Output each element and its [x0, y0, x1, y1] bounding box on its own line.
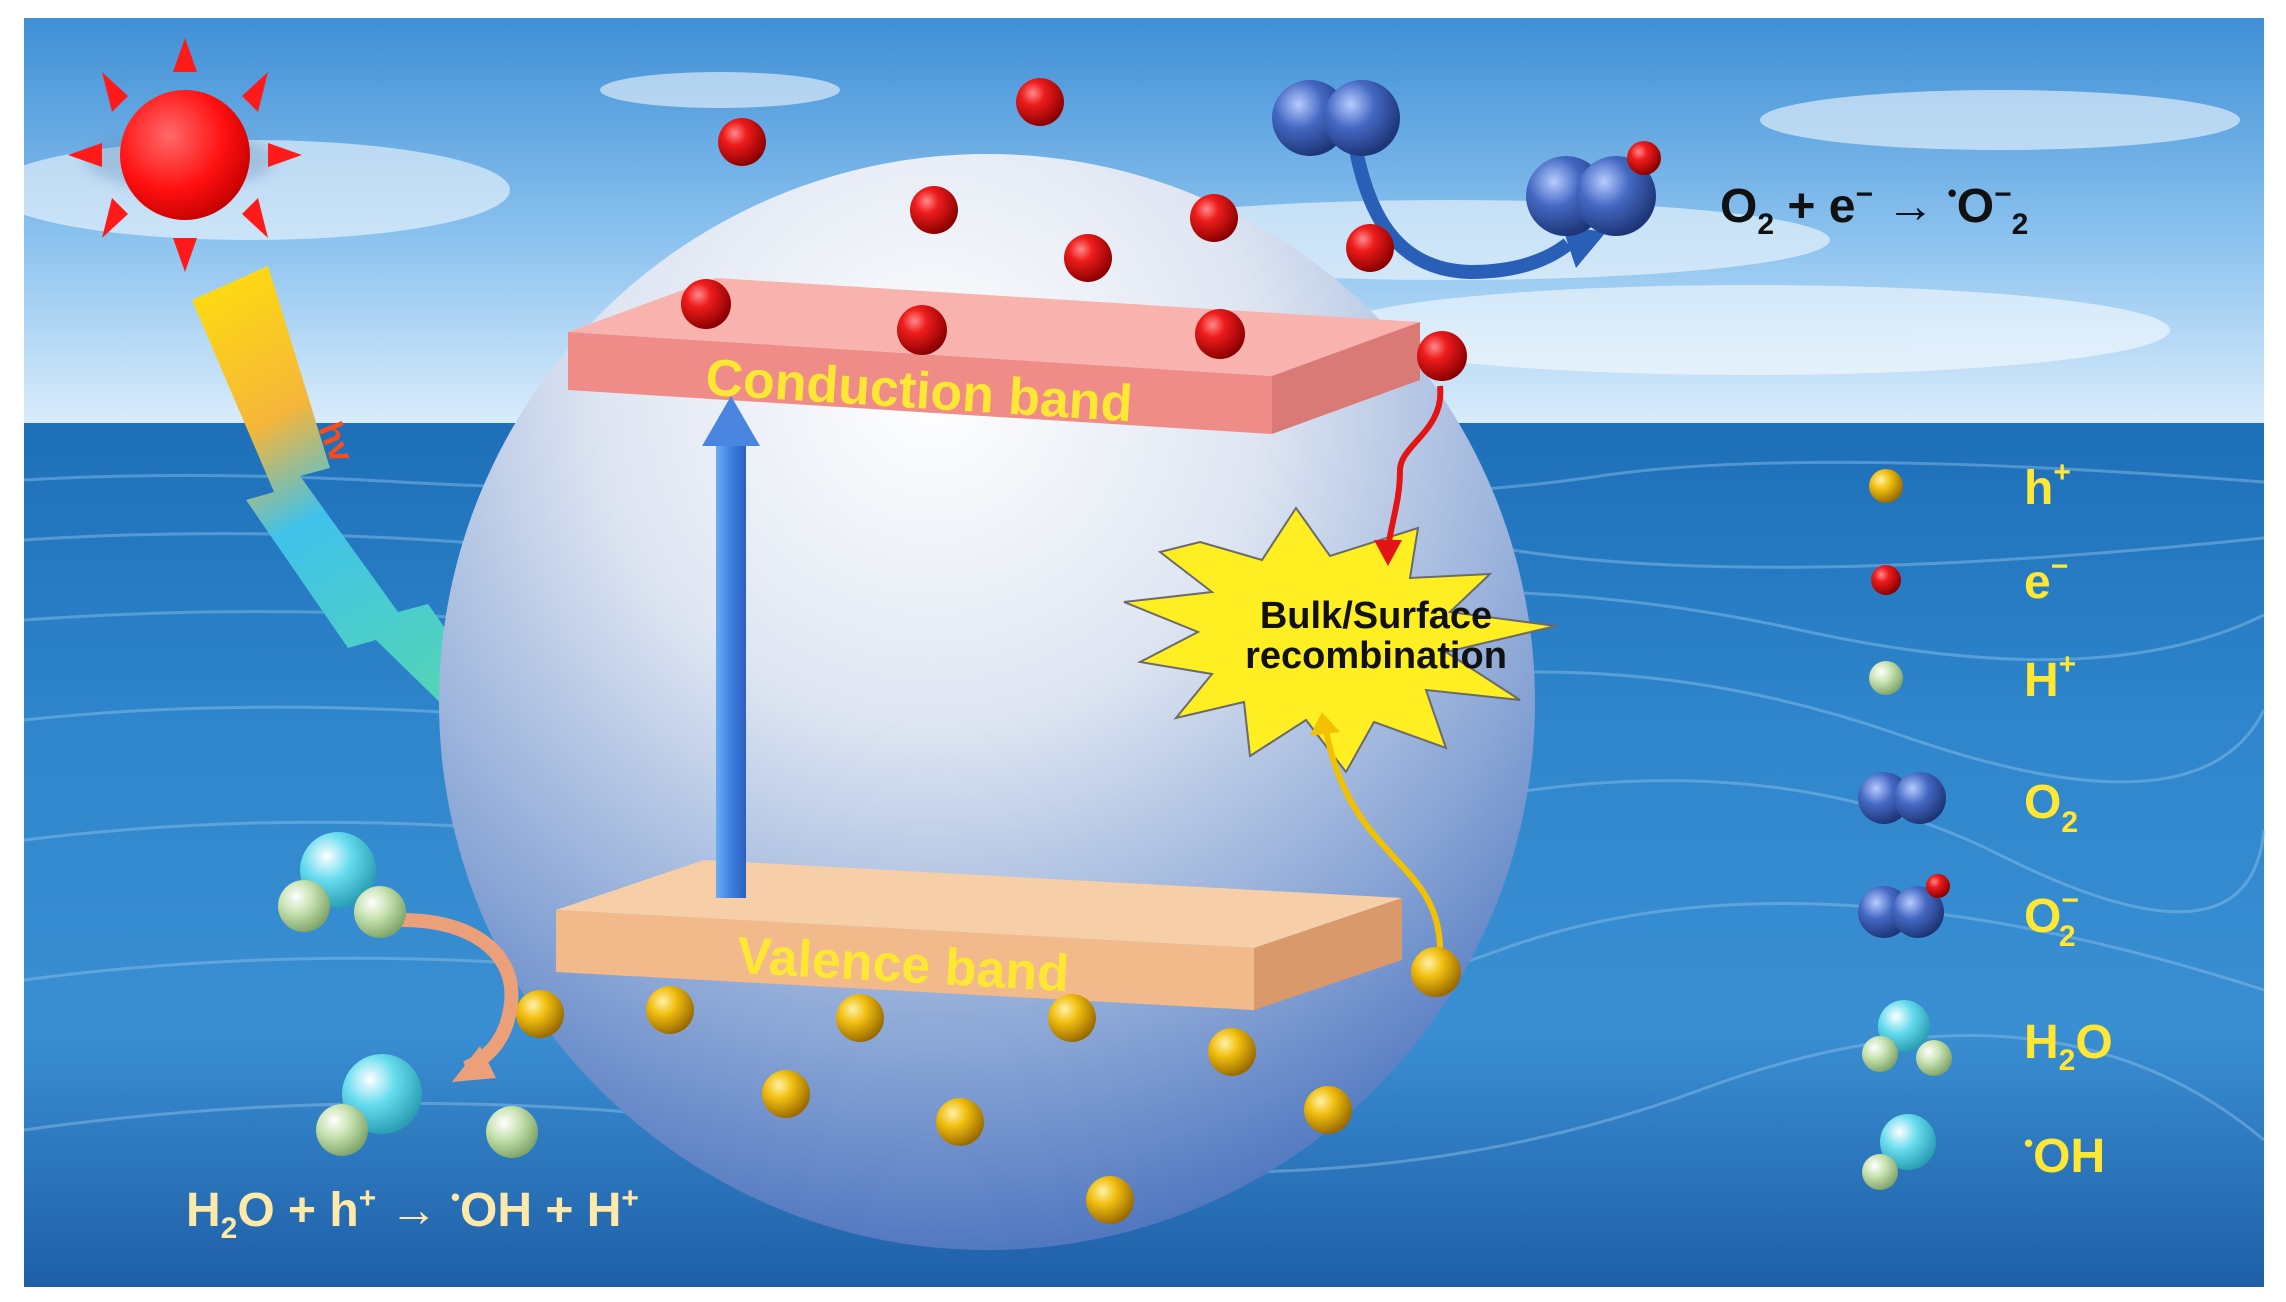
- legend-oxygen-swatch: [1858, 772, 1946, 824]
- oxygen-reduction-equation: O2 + e− → •O−2: [1720, 178, 2028, 241]
- electron: [718, 118, 766, 166]
- legend-hole-swatch: [1869, 469, 1903, 503]
- legend-hydroxyl-swatch: [1862, 1114, 1936, 1190]
- water-oxidation-equation: H2O + h+ → •OH + H+: [186, 1182, 639, 1245]
- legend-water-label: H2O: [2024, 1016, 2113, 1077]
- legend-water-swatch: [1862, 1000, 1952, 1076]
- legend-hydroxyl-label: •OH: [2024, 1128, 2105, 1183]
- electron: [1346, 224, 1394, 272]
- electron: [1417, 331, 1467, 381]
- excitation-arrow: [702, 396, 760, 898]
- holes: [516, 947, 1461, 1224]
- hole: [646, 986, 694, 1034]
- hole: [936, 1098, 984, 1146]
- legend-electron-swatch: [1871, 565, 1901, 595]
- superoxide-molecule: [1526, 141, 1661, 236]
- electron: [910, 186, 958, 234]
- hole: [1086, 1176, 1134, 1224]
- electron: [1016, 78, 1064, 126]
- proton: [486, 1106, 538, 1158]
- hydroxyl-radical: [316, 1054, 422, 1156]
- legend-hole-label: h+: [2024, 456, 2071, 515]
- sun-icon: [68, 38, 302, 272]
- electron: [1064, 234, 1112, 282]
- electron: [897, 305, 947, 355]
- recombination-label-line1: Bulk/Surface: [1260, 595, 1492, 637]
- oxygen-molecule: [1272, 80, 1400, 156]
- hole: [1048, 994, 1096, 1042]
- legend: h+ e− H+ O2 O−2 H2O •OH: [1858, 456, 2113, 1190]
- hole: [1411, 947, 1461, 997]
- hole: [836, 994, 884, 1042]
- legend-electron-label: e−: [2024, 550, 2068, 609]
- recombination-burst: Bulk/Surface recombination: [1123, 506, 1557, 774]
- oxygen-reduction-arrow: [1349, 148, 1606, 280]
- water-oxidation-arrow: [401, 913, 519, 1082]
- legend-superoxide-label: O−2: [2024, 884, 2079, 953]
- electrons: [681, 78, 1467, 381]
- electron-recombination-arrow: [1374, 385, 1444, 566]
- hole: [516, 990, 564, 1038]
- legend-superoxide-swatch: [1858, 874, 1950, 938]
- hole: [1304, 1086, 1352, 1134]
- electron: [1195, 309, 1245, 359]
- recombination-label-line2: recombination: [1245, 635, 1507, 677]
- legend-proton-label: H+: [2024, 648, 2076, 707]
- legend-oxygen-label: O2: [2024, 776, 2078, 839]
- electron: [1190, 194, 1238, 242]
- electron: [681, 279, 731, 329]
- legend-proton-swatch: [1869, 661, 1903, 695]
- water-molecule: [278, 832, 406, 938]
- hole: [1208, 1028, 1256, 1076]
- hole-recombination-arrow: [1310, 712, 1443, 951]
- hole: [762, 1070, 810, 1118]
